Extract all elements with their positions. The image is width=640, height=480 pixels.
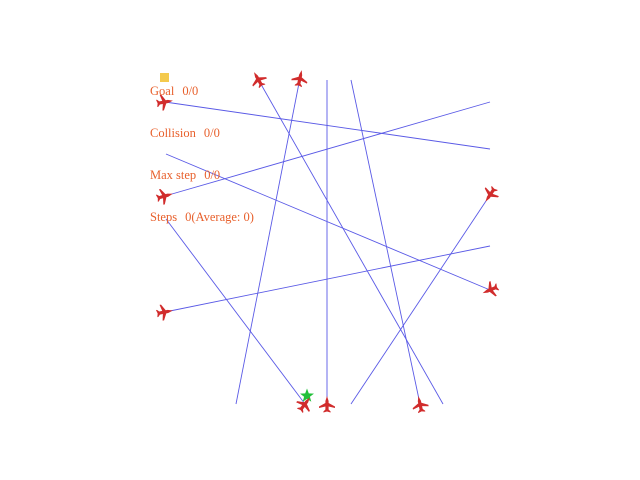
collision-value: 0/0 <box>203 126 220 140</box>
max-step-value: 0/0 <box>204 168 221 182</box>
airplane-icon <box>290 68 310 88</box>
collision-label: Collision <box>150 126 196 140</box>
max-step-row: Max step 0/0 <box>150 168 254 182</box>
route-line <box>350 194 491 405</box>
route-line <box>164 101 491 197</box>
steps-row: Steps 0(Average: 0) <box>150 210 254 224</box>
route-line <box>350 79 421 405</box>
airplane-icon <box>155 302 175 322</box>
goal-row: Goal 0/0 <box>150 84 254 98</box>
route-line <box>235 77 301 405</box>
airplane-icon <box>319 396 335 413</box>
route-line <box>165 153 491 291</box>
steps-label: Steps <box>150 210 178 224</box>
airplane-icon <box>479 279 501 301</box>
collision-row: Collision 0/0 <box>150 126 254 140</box>
hud-panel: Goal 0/0 Collision 0/0 Max step 0/0 Steps 0(… <box>150 56 254 238</box>
route-line <box>164 101 491 150</box>
route-line <box>164 245 491 313</box>
route-lines <box>164 77 491 405</box>
goal-label: Goal <box>150 84 175 98</box>
square-marker-icon <box>160 73 169 82</box>
airplane-icon <box>410 394 430 414</box>
max-step-label: Max step <box>150 168 197 182</box>
route-line <box>165 218 306 405</box>
steps-value: 0(Average: 0) <box>185 210 254 224</box>
airplane-icon <box>478 183 502 207</box>
goal-star-icon <box>300 388 314 402</box>
route-line <box>257 78 444 405</box>
goal-value: 0/0 <box>182 84 199 98</box>
